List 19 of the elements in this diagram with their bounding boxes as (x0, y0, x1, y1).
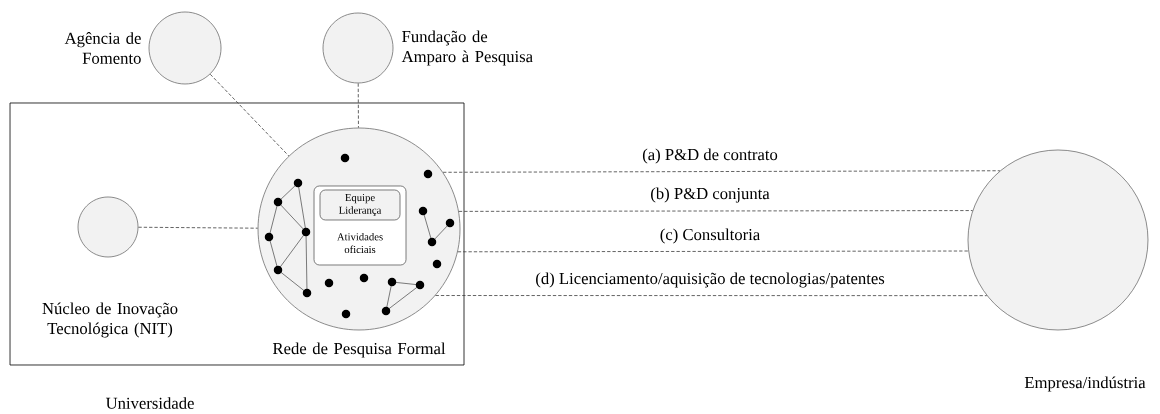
node-label: Universidade (105, 397, 194, 409)
node-label: Fundação de Amparo à Pesquisa (401, 30, 533, 66)
connector-line (458, 210, 973, 212)
node-label: Equipe Liderança (339, 194, 382, 216)
edge-label: (a) P&D de contrato (642, 148, 778, 164)
node-label: Agência de Fomento (64, 32, 141, 64)
connector-line (435, 295, 988, 297)
connector-line (457, 250, 969, 253)
connector-line (442, 170, 1001, 173)
edge-label: (d) Licenciamento/aquisição de tecnologias/patentes (536, 272, 885, 288)
node-label: Empresa/indústria (1024, 376, 1146, 392)
node-label: Atividades oficiais (337, 232, 383, 254)
node-label: Rede de Pesquisa Formal (272, 342, 446, 358)
edge-label: (b) P&D conjunta (651, 187, 770, 203)
connector-line (138, 226, 259, 229)
connector-line (209, 73, 290, 157)
node-label: Núcleo de Inovação Tecnológica (NIT) (42, 302, 178, 338)
edge-label: (c) Consultoria (660, 228, 760, 244)
connector-line (357, 83, 359, 128)
